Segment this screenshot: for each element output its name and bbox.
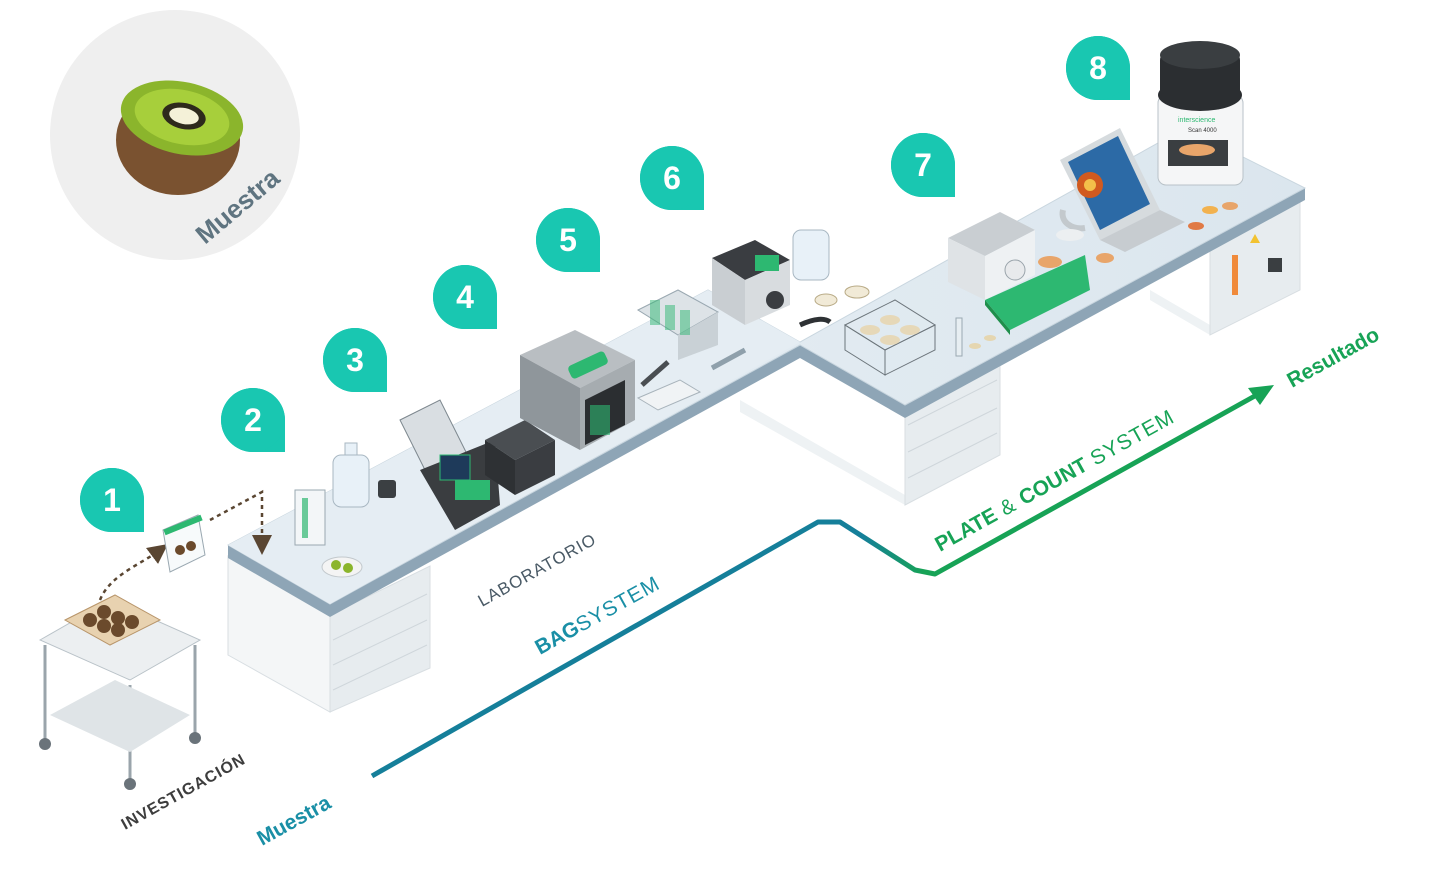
step-number: 2 (244, 402, 262, 438)
scanner-model: Scan 4000 (1188, 128, 1217, 134)
step-number: 6 (663, 160, 681, 196)
step-badge-circle (536, 208, 600, 272)
bag-rack (294, 489, 363, 578)
step-number: 1 (103, 482, 121, 518)
step-number: 7 (914, 147, 932, 183)
step-number: 8 (1089, 50, 1107, 86)
investigation-label: INVESTIGACIÓN (118, 749, 249, 833)
step-badge-circle (80, 468, 144, 532)
step-badge-8: 8 (1066, 36, 1130, 100)
flow-end-label: Resultado (1283, 323, 1383, 392)
step-badge-3: 3 (323, 328, 387, 392)
step-badge-circle (433, 265, 497, 329)
bag-system-regular: SYSTEM (572, 572, 664, 637)
sample-bag (162, 514, 206, 573)
flow-line (370, 385, 1274, 779)
spiral-plater (948, 212, 1090, 357)
scanner-brand: interscience (1178, 117, 1215, 124)
step-badge-5: 5 (536, 208, 600, 272)
step-badge-circle (891, 133, 955, 197)
step-badge-6: 6 (640, 146, 704, 210)
sample-circle: Muestra (50, 10, 300, 260)
step-number: 4 (456, 279, 474, 315)
laboratory-label: LABORATORIO (475, 530, 600, 611)
cabinet-panel (1232, 234, 1282, 295)
kiwi-icon (116, 80, 244, 195)
step-badge-circle (221, 388, 285, 452)
colony-counter: interscience Scan 4000 (1056, 41, 1244, 263)
flow-arrowhead (1248, 385, 1274, 405)
step-badges: 1 2 3 4 5 6 7 8 (80, 36, 1130, 532)
step-badge-7: 7 (891, 133, 955, 197)
pipette-items (636, 347, 747, 411)
label-printer (485, 420, 555, 495)
step-number: 3 (346, 342, 364, 378)
kiwi-box (83, 605, 139, 637)
step-badge-2: 2 (221, 388, 285, 452)
step-badge-circle (1066, 36, 1130, 100)
filtration-unit (636, 229, 870, 360)
step-badge-circle (640, 146, 704, 210)
step-badge-4: 4 (433, 265, 497, 329)
count-label: COUNT (1015, 453, 1092, 509)
step-badge-1: 1 (80, 468, 144, 532)
plate-label: PLATE (931, 504, 1001, 557)
step-badge-circle (323, 328, 387, 392)
dilutor (332, 399, 500, 530)
equipment: interscience Scan 4000 (294, 41, 1282, 578)
plate-rack (843, 299, 937, 376)
flow-start-label: Muestra (253, 791, 335, 850)
investigation-trolley (38, 594, 202, 790)
step-number: 5 (559, 222, 577, 258)
blender (520, 330, 635, 450)
